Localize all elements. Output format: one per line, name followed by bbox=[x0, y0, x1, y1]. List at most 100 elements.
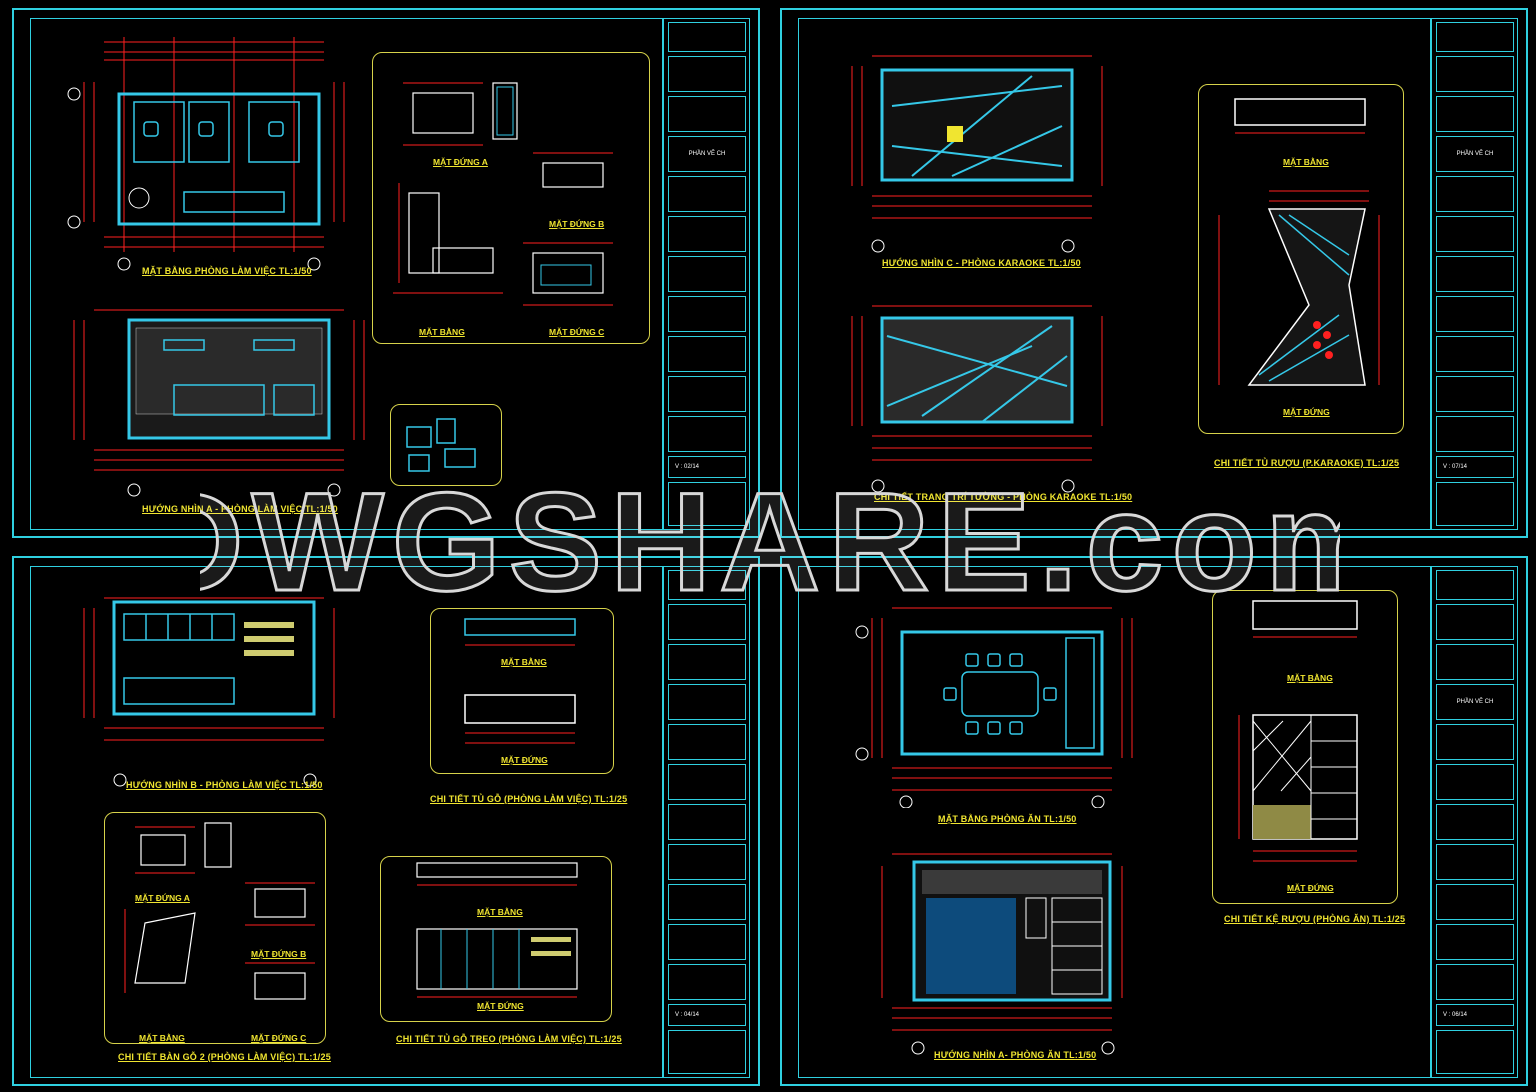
title-block-cell bbox=[668, 844, 746, 880]
title-block: V : 04/14 bbox=[662, 566, 750, 1078]
sublabel-elevation-b: MẶT ĐỨNG B bbox=[251, 949, 307, 959]
title-block-cell bbox=[1436, 416, 1514, 452]
title-block-cell bbox=[668, 482, 746, 526]
sheet-inner-frame bbox=[30, 566, 750, 1078]
title-block-label: PHẦN VẼ CH bbox=[688, 151, 726, 157]
drawing-sheet-4: PHẦN VẼ CH V : 06/14 MẶT BẰNG PHÒNG ĂN T… bbox=[780, 556, 1528, 1086]
title-block-cell bbox=[668, 56, 746, 92]
desk-detail-drawings bbox=[393, 82, 613, 306]
title-block-cell bbox=[668, 964, 746, 1000]
title-block-cell bbox=[668, 804, 746, 840]
title-block-label: PHẦN VẼ CH bbox=[1456, 699, 1494, 705]
sheet-code: V : 02/14 bbox=[675, 464, 700, 470]
title-block-cell bbox=[1436, 56, 1514, 92]
title-block-code-cell: V : 06/14 bbox=[1436, 1004, 1514, 1026]
title-block-code-cell: V : 02/14 bbox=[668, 456, 746, 478]
caption-wine-rack: CHI TIẾT KỆ RƯỢU (PHÒNG ĂN) TL:1/25 bbox=[1224, 914, 1406, 924]
sheet-inner-frame bbox=[798, 566, 1518, 1078]
sublabel-elevation-b: MẶT ĐỨNG B bbox=[549, 219, 605, 229]
title-block-cell bbox=[1436, 1030, 1514, 1074]
sublabel-elevation-a: MẶT ĐỨNG A bbox=[135, 893, 190, 903]
sublabel-elevation-a: MẶT ĐỨNG A bbox=[433, 157, 488, 167]
caption-hanging-cabinet: CHI TIẾT TỦ GỖ TREO (PHÒNG LÀM VIỆC) TL:… bbox=[396, 1034, 622, 1044]
title-block-code-cell: V : 04/14 bbox=[668, 1004, 746, 1026]
sublabel-plan: MẶT BẰNG bbox=[1287, 673, 1333, 683]
sublabel-plan: MẶT BẰNG bbox=[1283, 157, 1329, 167]
title-block-cell bbox=[1436, 964, 1514, 1000]
caption-dining-floor-plan: MẶT BẰNG PHÒNG ĂN TL:1/50 bbox=[938, 814, 1077, 824]
caption-office-floor-plan: MẶT BẰNG PHÒNG LÀM VIỆC TL:1/50 bbox=[142, 266, 312, 276]
dining-floor-plan bbox=[855, 607, 1133, 808]
title-block-cell bbox=[1436, 176, 1514, 212]
sublabel-elevation-c: MẶT ĐỨNG C bbox=[251, 1033, 307, 1043]
title-block-cell bbox=[668, 296, 746, 332]
wood-desk-drawing bbox=[124, 822, 315, 1000]
title-block-cell bbox=[668, 764, 746, 800]
decor-detail-drawing bbox=[406, 418, 476, 472]
sublabel-elevation: MẶT ĐỨNG bbox=[477, 1001, 524, 1011]
title-block-cell bbox=[668, 604, 746, 640]
sheet-code: V : 07/14 bbox=[1443, 464, 1468, 470]
title-block-cell bbox=[1436, 804, 1514, 840]
title-block-label-cell: PHẦN VẼ CH bbox=[668, 136, 746, 172]
caption-karaoke-wall-detail: CHI TIẾT TRANG TRÍ TƯỜNG - PHÒNG KARAOKE… bbox=[874, 492, 1133, 502]
title-block-cell bbox=[668, 216, 746, 252]
caption-wine-cabinet: CHI TIẾT TỦ RƯỢU (P.KARAOKE) TL:1/25 bbox=[1214, 458, 1400, 468]
sublabel-plan: MẶT BẰNG bbox=[139, 1033, 185, 1043]
sublabel-elevation: MẶT ĐỨNG bbox=[1283, 407, 1330, 417]
title-block-cell bbox=[1436, 376, 1514, 412]
title-block-cell bbox=[668, 256, 746, 292]
title-block-cell bbox=[668, 176, 746, 212]
karaoke-wall-detail bbox=[851, 305, 1103, 493]
caption-wood-desk: CHI TIẾT BÀN GỖ 2 (PHÒNG LÀM VIỆC) TL:1/… bbox=[118, 1052, 331, 1062]
title-block: PHẦN VẼ CH V : 02/14 bbox=[662, 18, 750, 530]
title-block-cell bbox=[1436, 256, 1514, 292]
title-block-label: PHẦN VẼ CH bbox=[1456, 151, 1494, 157]
title-block-cell bbox=[1436, 296, 1514, 332]
office-elevation-a bbox=[73, 309, 365, 497]
sublabel-plan: MẶT BẰNG bbox=[419, 327, 465, 337]
desk-detail-panel: MẶT ĐỨNG A MẶT ĐỨNG B MẶT BẰNG MẶT ĐỨNG … bbox=[372, 52, 650, 344]
hanging-cabinet-panel: MẶT BẰNG MẶT ĐỨNG bbox=[380, 856, 612, 1022]
sheet-code: V : 06/14 bbox=[1443, 1012, 1468, 1018]
title-block-cell bbox=[1436, 764, 1514, 800]
sheet-inner-frame bbox=[798, 18, 1518, 530]
title-block-cell bbox=[668, 884, 746, 920]
title-block-cell bbox=[668, 416, 746, 452]
caption-dining-elevation-a: HƯỚNG NHÌN A- PHÒNG ĂN TL:1/50 bbox=[934, 1050, 1097, 1060]
caption-office-elevation-b: HƯỚNG NHÌN B - PHÒNG LÀM VIỆC TL:1/50 bbox=[126, 780, 323, 790]
sublabel-elevation: MẶT ĐỨNG bbox=[1287, 883, 1334, 893]
title-block-cell bbox=[668, 570, 746, 600]
title-block-cell bbox=[668, 96, 746, 132]
sheet-inner-frame bbox=[30, 18, 750, 530]
wood-desk-panel: MẶT ĐỨNG A MẶT ĐỨNG B MẶT BẰNG MẶT ĐỨNG … bbox=[104, 812, 326, 1044]
title-block-cell bbox=[668, 376, 746, 412]
title-block-cell bbox=[1436, 644, 1514, 680]
caption-karaoke-elevation-c: HƯỚNG NHÌN C - PHÒNG KARAOKE TL:1/50 bbox=[882, 258, 1081, 268]
dining-elevation-a bbox=[881, 853, 1123, 1055]
title-block-cell bbox=[1436, 844, 1514, 880]
sublabel-plan: MẶT BẰNG bbox=[477, 907, 523, 917]
drawing-sheet-3: V : 04/14 HƯỚNG NHÌN B - PHÒNG LÀM VIỆC … bbox=[12, 556, 760, 1086]
title-block-cell bbox=[668, 644, 746, 680]
title-block-cell bbox=[1436, 482, 1514, 526]
karaoke-elevation-c bbox=[851, 55, 1103, 253]
wine-cabinet-drawing bbox=[1218, 98, 1380, 386]
title-block: PHẦN VẼ CH V : 06/14 bbox=[1430, 566, 1518, 1078]
sublabel-plan: MẶT BẰNG bbox=[501, 657, 547, 667]
caption-office-elevation-a: HƯỚNG NHÌN A - PHÒNG LÀM VIỆC TL:1/50 bbox=[142, 504, 338, 514]
sublabel-elevation-c: MẶT ĐỨNG C bbox=[549, 327, 605, 337]
office-elevation-b bbox=[83, 597, 335, 787]
wood-cabinet-panel: MẶT BẰNG MẶT ĐỨNG bbox=[430, 608, 614, 774]
title-block-label-cell: PHẦN VẼ CH bbox=[1436, 684, 1514, 720]
title-block-cell bbox=[668, 336, 746, 372]
caption-wood-cabinet: CHI TIẾT TỦ GỖ (PHÒNG LÀM VIỆC) TL:1/25 bbox=[430, 794, 628, 804]
title-block-cell bbox=[1436, 884, 1514, 920]
wine-rack-drawing bbox=[1238, 600, 1358, 862]
title-block-cell bbox=[1436, 724, 1514, 760]
title-block-cell bbox=[1436, 216, 1514, 252]
title-block-cell bbox=[1436, 924, 1514, 960]
office-floor-plan bbox=[67, 37, 345, 271]
title-block-label-cell: PHẦN VẼ CH bbox=[1436, 136, 1514, 172]
title-block-cell bbox=[1436, 570, 1514, 600]
